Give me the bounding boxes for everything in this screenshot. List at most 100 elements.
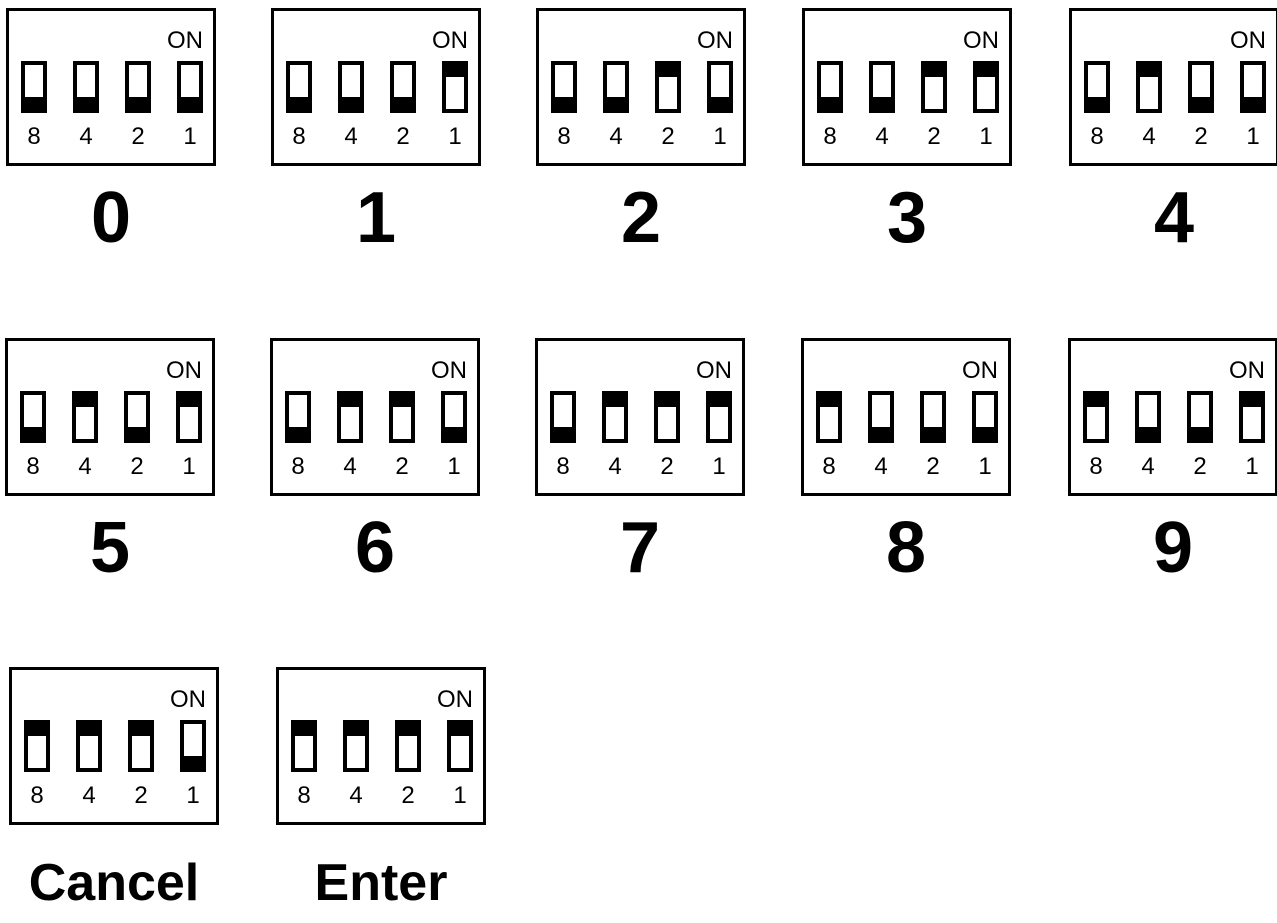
code-caption: 2 [620, 178, 662, 258]
switch-lever [820, 395, 838, 409]
dip-switch-1-off [707, 61, 733, 113]
switch-lever [1244, 95, 1262, 109]
switch-weight-label: 1 [448, 123, 462, 150]
switch-weight-label: 4 [344, 123, 358, 150]
switch-weight-label: 8 [1090, 123, 1104, 150]
dip-switch-2-on [921, 61, 947, 113]
code-caption: 5 [89, 508, 131, 588]
switch-weight-label: 1 [453, 782, 467, 809]
dip-switch-4-on [343, 720, 369, 772]
switch-weight-label: 4 [349, 782, 363, 809]
switch-weight-label: 4 [1142, 123, 1156, 150]
switch-weight-label: 2 [134, 782, 148, 809]
dip-switch-block: ON 8 4 2 1 [535, 338, 745, 496]
code-caption: 7 [619, 508, 661, 588]
dip-switch-4-off [868, 391, 894, 443]
dip-switch-8-off [1084, 61, 1110, 113]
switch-weight-label: 2 [131, 123, 145, 150]
dip-switch-2-on [389, 391, 415, 443]
switch-weight-label: 2 [396, 123, 410, 150]
on-label: ON [167, 27, 203, 54]
switch-weight-label: 8 [297, 782, 311, 809]
switch-weight-label: 4 [82, 782, 96, 809]
switch-lever [77, 95, 95, 109]
dip-switch-4-on [337, 391, 363, 443]
switch-weight-label: 8 [1089, 453, 1103, 480]
dip-switch-1-off [177, 61, 203, 113]
switch-lever [290, 95, 308, 109]
on-label: ON [1230, 27, 1266, 54]
dip-switch-4-on [1136, 61, 1162, 113]
dip-switch-2-off [920, 391, 946, 443]
switch-weight-label: 8 [557, 123, 571, 150]
switch-lever [711, 95, 729, 109]
dip-switch-8-on [816, 391, 842, 443]
switch-lever [399, 724, 417, 738]
switch-weight-label: 4 [1141, 453, 1155, 480]
dip-switch-1-on [1239, 391, 1265, 443]
switch-lever [658, 395, 676, 409]
switch-weight-label: 2 [1193, 453, 1207, 480]
switch-weight-label: 4 [874, 453, 888, 480]
switch-lever [295, 724, 313, 738]
dip-switch-8-off [286, 61, 312, 113]
switch-lever [1243, 395, 1261, 409]
switch-lever [976, 425, 994, 439]
switch-weight-label: 8 [30, 782, 44, 809]
switch-weight-label: 1 [712, 453, 726, 480]
switch-lever [347, 724, 365, 738]
switch-lever [76, 395, 94, 409]
switch-weight-label: 1 [447, 453, 461, 480]
switch-weight-label: 4 [608, 453, 622, 480]
code-caption: Enter [314, 854, 448, 912]
switch-lever [710, 395, 728, 409]
switch-lever [394, 95, 412, 109]
switch-weight-label: 2 [395, 453, 409, 480]
on-label: ON [696, 357, 732, 384]
switch-lever [1191, 425, 1209, 439]
switch-lever [873, 95, 891, 109]
switch-lever [25, 95, 43, 109]
switch-weight-label: 4 [343, 453, 357, 480]
switch-lever [80, 724, 98, 738]
switch-weight-label: 8 [822, 453, 836, 480]
switch-weight-label: 2 [1194, 123, 1208, 150]
switch-lever [342, 95, 360, 109]
switch-lever [184, 754, 202, 768]
switch-lever [977, 65, 995, 79]
dip-switch-4-on [72, 391, 98, 443]
switch-lever [289, 425, 307, 439]
switch-lever [132, 724, 150, 738]
on-label: ON [431, 357, 467, 384]
switch-lever [1140, 65, 1158, 79]
switch-weight-label: 8 [556, 453, 570, 480]
switch-lever [1087, 395, 1105, 409]
dip-switch-2-off [125, 61, 151, 113]
switch-weight-label: 1 [713, 123, 727, 150]
dip-switch-4-on [76, 720, 102, 772]
code-caption: 0 [90, 178, 132, 258]
switch-weight-label: 2 [927, 123, 941, 150]
switch-weight-label: 2 [926, 453, 940, 480]
switch-weight-label: 8 [26, 453, 40, 480]
switch-lever [28, 724, 46, 738]
dip-switch-4-off [603, 61, 629, 113]
switch-lever [341, 395, 359, 409]
code-caption: 8 [885, 508, 927, 588]
switch-lever [24, 425, 42, 439]
switch-weight-label: 1 [1246, 123, 1260, 150]
switch-lever [1139, 425, 1157, 439]
switch-weight-label: 2 [660, 453, 674, 480]
dip-switch-8-off [551, 61, 577, 113]
switch-lever [554, 425, 572, 439]
switch-lever [181, 95, 199, 109]
dip-switch-1-off [972, 391, 998, 443]
code-caption: 9 [1152, 508, 1194, 588]
switch-weight-label: 2 [661, 123, 675, 150]
switch-weight-label: 1 [1245, 453, 1259, 480]
dip-switch-8-off [817, 61, 843, 113]
